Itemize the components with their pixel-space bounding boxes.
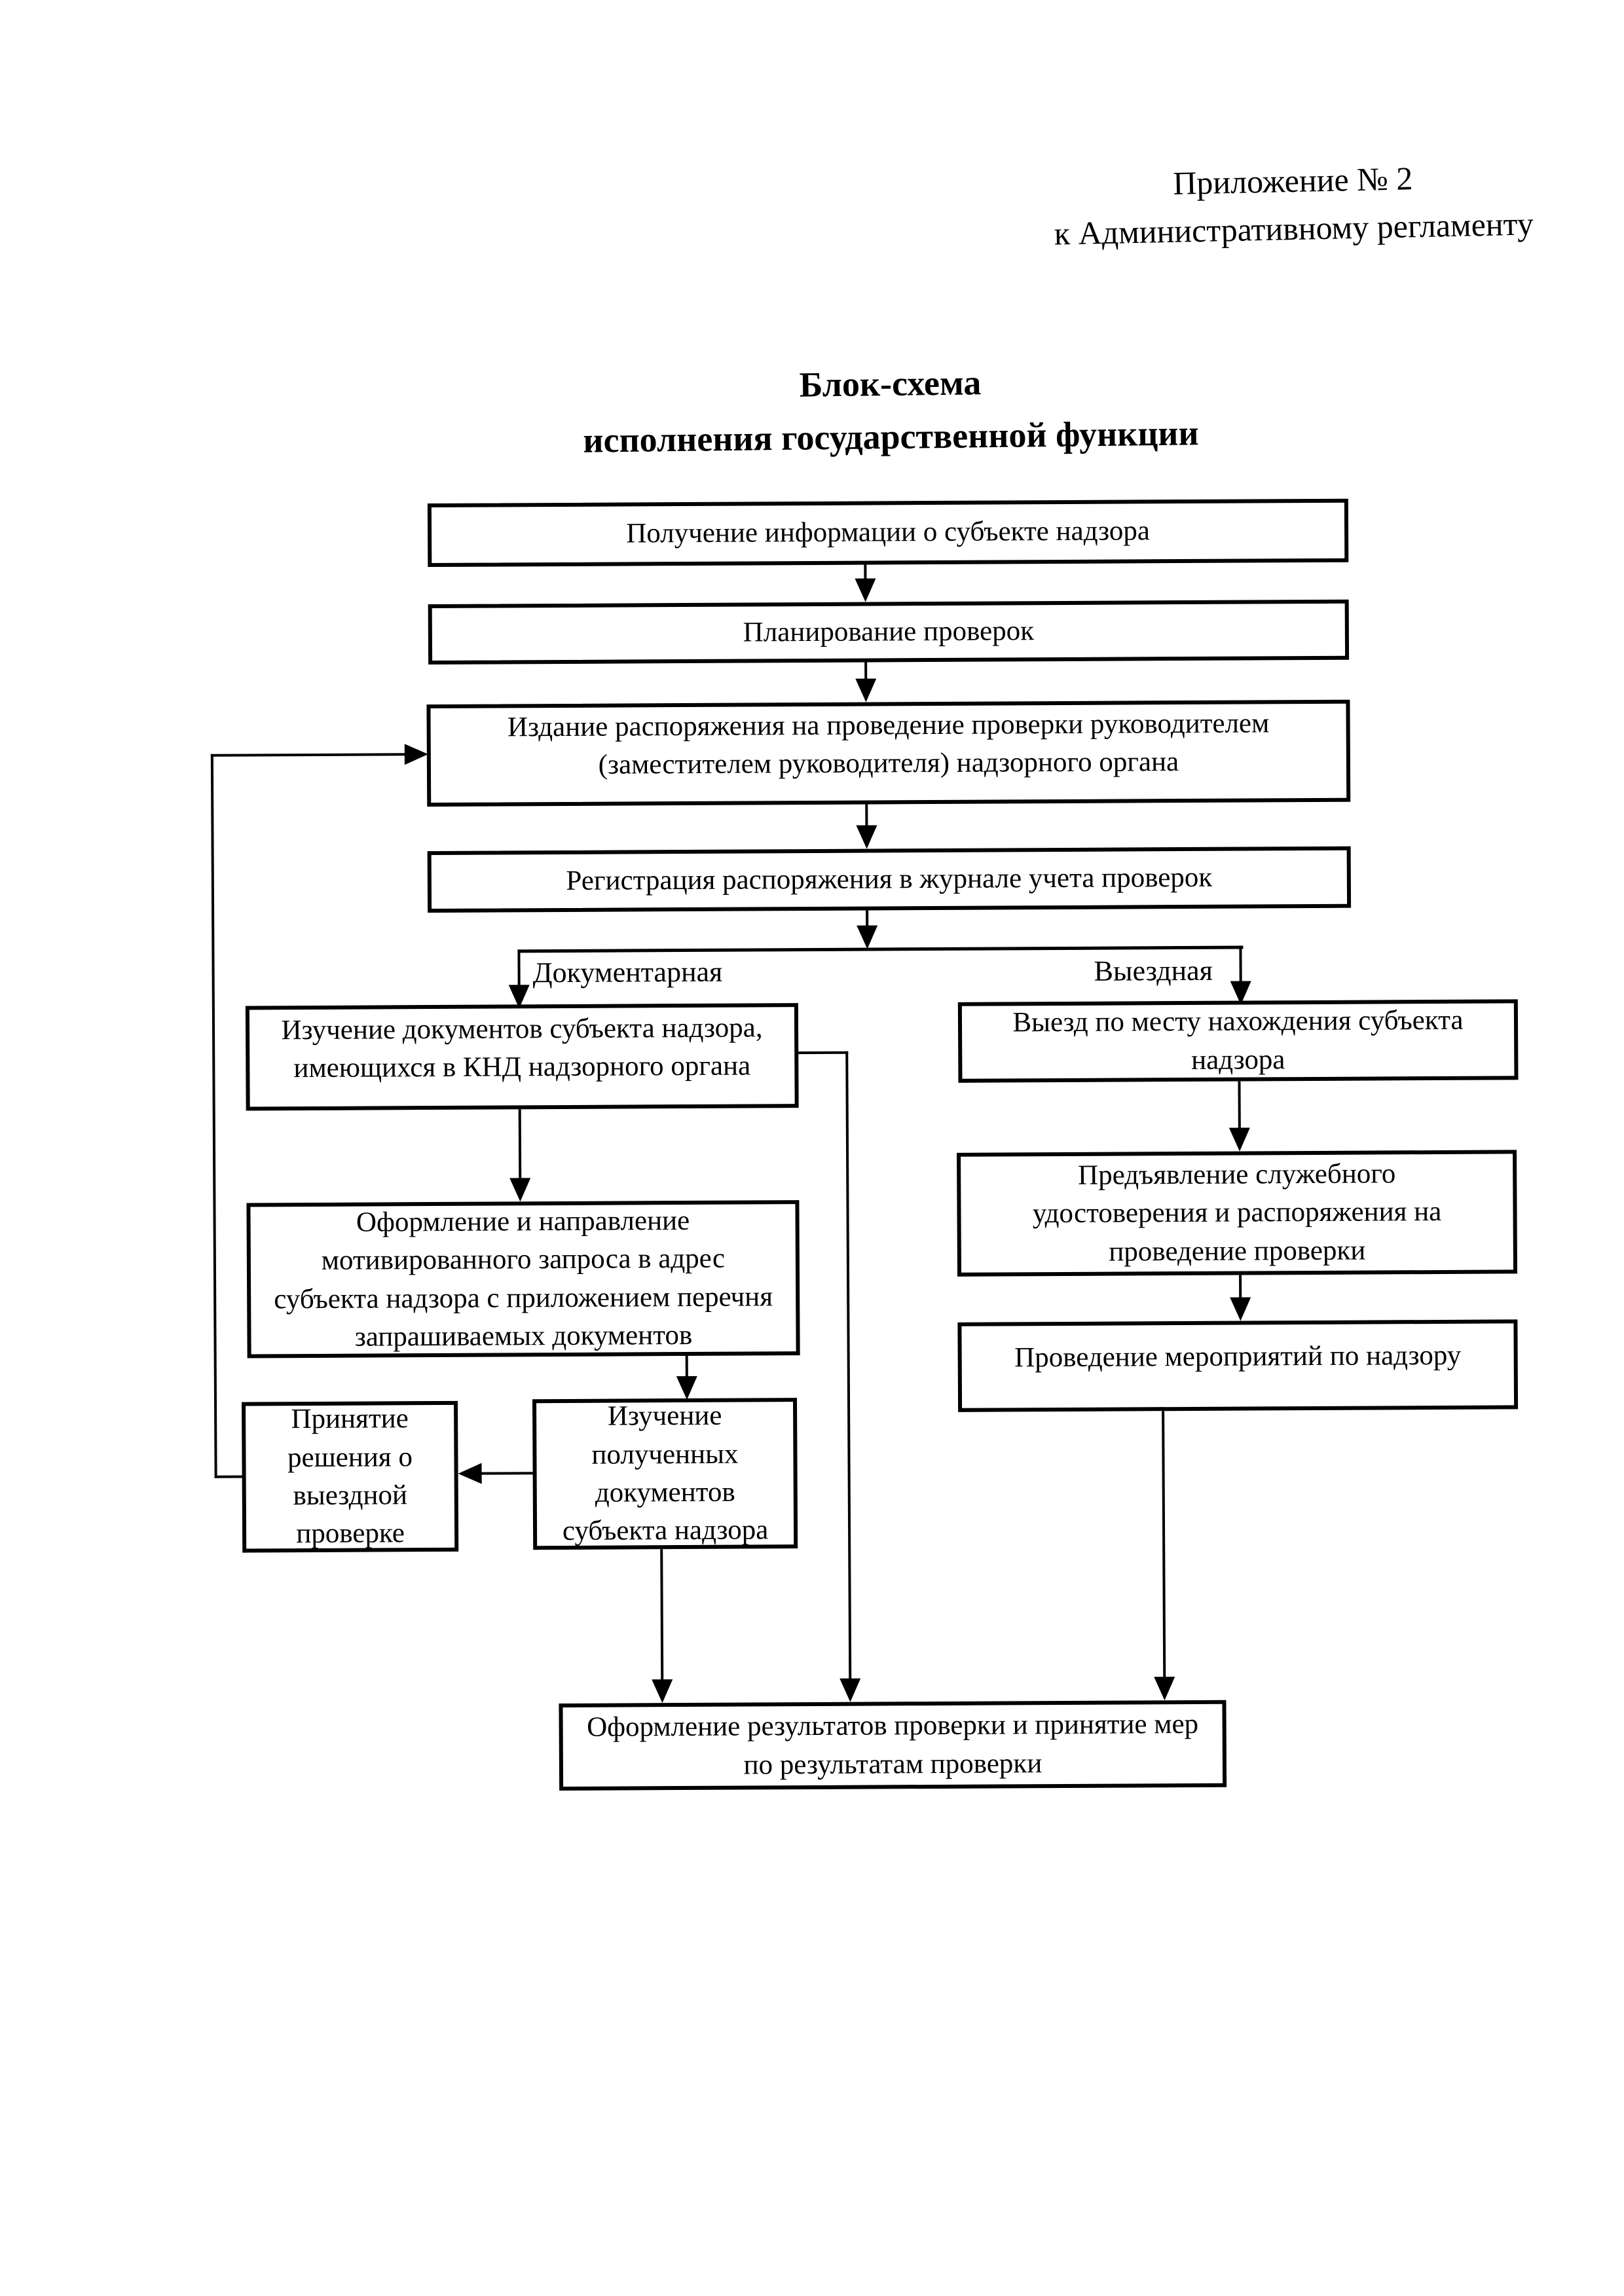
split-bar: [519, 945, 1244, 953]
arrow-studyreceived-to-results: [660, 1549, 664, 1685]
node-receive-info: Получение информации о субъекте надзора: [427, 498, 1349, 568]
node-issue-order: Издание распоряжения на проведение прове…: [426, 699, 1351, 807]
arrow-order-to-register-head: [856, 825, 877, 849]
arrow-studyreceived-to-decide: [477, 1472, 533, 1475]
node-document-results: Оформление результатов проверки и принят…: [559, 1700, 1227, 1791]
arrow-studyreceived-to-results-head: [652, 1679, 673, 1704]
arrow-receive-to-planning-head: [855, 578, 876, 602]
arrow-supervision-to-results-head: [1154, 1677, 1175, 1701]
arrow-request-to-studyreceived-head: [676, 1376, 698, 1400]
arrow-register-to-split-head: [857, 925, 878, 949]
split-left-drop-head: [508, 985, 530, 1009]
arrow-travel-to-credentials: [1238, 1081, 1241, 1133]
node-conduct-supervision: Проведение мероприятий по надзору: [957, 1319, 1519, 1412]
arrow-studyknd-to-request: [518, 1109, 522, 1184]
studyknd-results-drop: [845, 1051, 852, 1684]
arrow-studyreceived-to-decide-head: [458, 1463, 482, 1484]
split-left-drop: [517, 949, 521, 991]
node-study-knd-docs: Изучение документов субъекта надзора, им…: [245, 1003, 799, 1111]
node-study-received-docs: Изучение полученных документов субъекта …: [532, 1398, 798, 1550]
node-register-order: Регистрация распоряжения в журнале учета…: [427, 846, 1352, 913]
node-travel-to-subject: Выезд по месту нахождения субъекта надзо…: [957, 999, 1519, 1083]
studyknd-results-elbow: [797, 1051, 849, 1055]
arrow-credentials-to-supervision-head: [1230, 1297, 1251, 1321]
branch-label-onsite: Выездная: [1094, 954, 1213, 987]
feedback-arrow-head: [404, 744, 428, 765]
arrow-supervision-to-results: [1162, 1411, 1166, 1683]
node-planning: Планирование проверок: [428, 599, 1350, 665]
feedback-top-segment: [210, 753, 407, 757]
node-send-request: Оформление и направление мотивированного…: [246, 1200, 800, 1358]
feedback-bottom-segment: [214, 1475, 244, 1478]
branch-label-documentary: Документарная: [532, 955, 723, 989]
node-decide-onsite: Принятие решения о выездной проверке: [242, 1400, 459, 1553]
studyknd-results-drop-head: [840, 1678, 861, 1702]
feedback-vertical-segment: [210, 754, 217, 1478]
node-present-credentials: Предъявление служебного удостоверения и …: [957, 1150, 1518, 1277]
arrow-planning-to-order-head: [855, 678, 877, 702]
split-right-drop-head: [1230, 981, 1251, 1005]
arrow-travel-to-credentials-head: [1228, 1127, 1251, 1152]
split-right-drop: [1239, 945, 1242, 987]
arrow-studyknd-to-request-head: [509, 1178, 531, 1202]
